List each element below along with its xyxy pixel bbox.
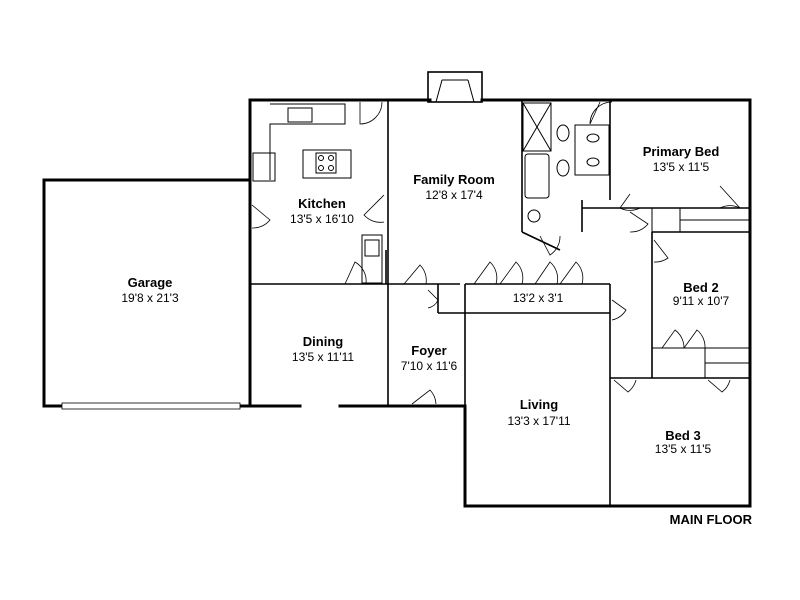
room-label-bed-2: Bed 2 9'11 x 10'7 [673, 280, 730, 308]
bath-fixtures [522, 102, 610, 223]
kitchen-island [302, 149, 352, 179]
room-name: Foyer [411, 343, 446, 358]
cooktop [315, 152, 337, 174]
room-label-kitchen: Kitchen 13'5 x 16'10 [290, 196, 354, 226]
room-label-primary-bed: Primary Bed 13'5 x 11'5 [643, 144, 720, 174]
room-dims: 13'5 x 16'10 [290, 212, 354, 226]
room-dims: 13'5 x 11'5 [653, 160, 710, 174]
bathtub [524, 153, 550, 199]
room-dims: 13'3 x 17'11 [507, 414, 570, 428]
room-name: Living [520, 397, 558, 412]
room-name: Bed 3 [665, 428, 700, 443]
pantry [361, 234, 383, 284]
room-name: Garage [128, 275, 173, 290]
closets [651, 207, 751, 379]
chimney [427, 71, 483, 103]
room-name: Bed 2 [683, 280, 718, 295]
door-swings [251, 101, 741, 405]
vanity [574, 124, 610, 176]
room-name: Dining [303, 334, 343, 349]
shower [522, 102, 552, 152]
room-label-family-room: Family Room 12'8 x 17'4 [413, 172, 495, 202]
room-name: Kitchen [298, 196, 346, 211]
room-dims: 13'2 x 3'1 [513, 291, 564, 305]
room-dims: 9'11 x 10'7 [673, 294, 730, 308]
room-dims: 13'5 x 11'5 [655, 442, 712, 456]
kitchen-fixtures [252, 103, 383, 284]
floor-label: MAIN FLOOR [670, 512, 753, 527]
room-dims: 7'10 x 11'6 [401, 359, 458, 373]
refrigerator [252, 152, 276, 182]
room-name: Primary Bed [643, 144, 720, 159]
room-label-foyer: Foyer 7'10 x 11'6 [401, 343, 458, 373]
water-heater [527, 209, 541, 223]
toilet [556, 124, 570, 142]
room-label-dining: Dining 13'5 x 11'11 [292, 334, 355, 364]
room-dims: 13'5 x 11'11 [292, 350, 355, 364]
garage-door [61, 402, 241, 410]
room-label-living: Living 13'3 x 17'11 [507, 397, 570, 428]
room-label-garage: Garage 19'8 x 21'3 [121, 275, 179, 305]
room-name: Family Room [413, 172, 495, 187]
room-label-hall: 13'2 x 3'1 [513, 291, 564, 305]
sink [287, 107, 313, 123]
room-dims: 19'8 x 21'3 [121, 291, 179, 305]
room-dims: 12'8 x 17'4 [425, 188, 483, 202]
room-label-bed-3: Bed 3 13'5 x 11'5 [655, 428, 712, 456]
